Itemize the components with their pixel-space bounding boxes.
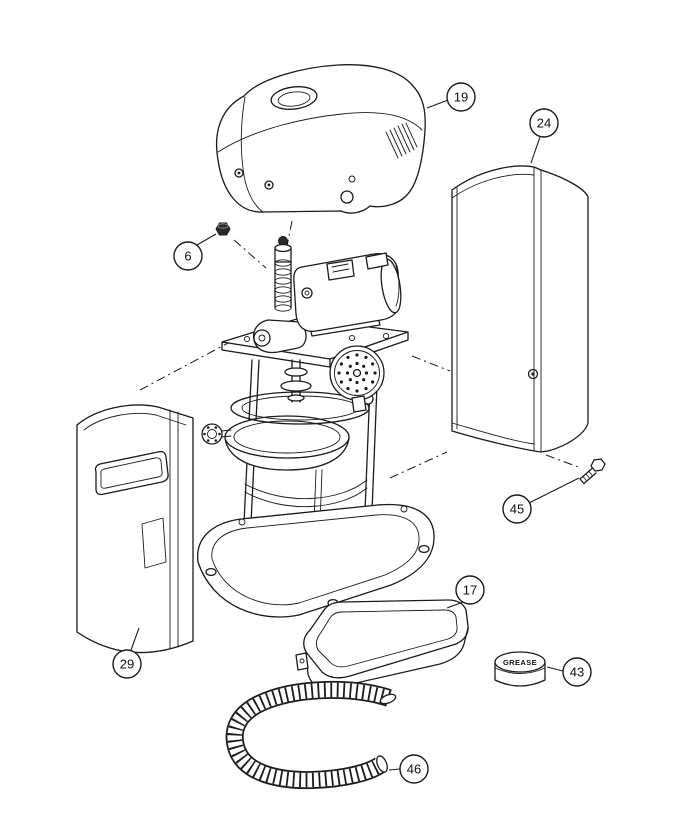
callout-46: 46	[399, 754, 429, 784]
cover-vent-slots	[385, 122, 418, 159]
part-grease-tub: GREASE	[494, 651, 546, 687]
callout-leader-lines	[130, 99, 580, 771]
callout-29-number: 29	[120, 657, 134, 672]
threaded-column	[274, 236, 292, 312]
callout-6-number: 6	[184, 249, 191, 264]
cover-hole	[340, 190, 354, 204]
part-top-cover	[215, 64, 426, 214]
part-left-wrap-panel	[76, 404, 194, 654]
part-drain-hose	[225, 681, 397, 790]
motor	[293, 252, 402, 337]
cover-screw-hole	[264, 180, 274, 190]
callout-45-number: 45	[510, 502, 524, 517]
motor-label-plate	[326, 259, 355, 281]
foot-pad	[205, 567, 217, 577]
cover-screw-hole	[234, 168, 244, 178]
disc-holes	[337, 353, 377, 393]
callout-43-number: 43	[570, 665, 584, 680]
panel-mount-hole	[527, 368, 539, 380]
panel-handle-slot	[94, 450, 169, 496]
foot-pad	[418, 544, 430, 554]
part-nut	[215, 222, 231, 236]
callout-17-number: 17	[463, 583, 477, 598]
hose-end	[376, 755, 388, 773]
hose-end	[379, 693, 397, 705]
grease-label: GREASE	[503, 658, 537, 667]
bowl	[224, 415, 350, 471]
part-mounting-bolt	[579, 458, 606, 485]
base-platform	[197, 503, 435, 618]
callouts: 19 24 6 45 17 29 43 46	[112, 82, 592, 784]
part-right-side-panel	[451, 165, 589, 453]
hand-knob	[201, 423, 232, 445]
machine-assembly	[197, 236, 435, 618]
callout-29: 29	[112, 649, 142, 679]
shaver-disc	[329, 345, 385, 413]
panel-cutout	[141, 517, 167, 569]
tray-tab	[295, 652, 309, 671]
disc-latch-knob	[351, 395, 367, 413]
center-shaft	[280, 359, 312, 403]
callout-24: 24	[529, 108, 559, 138]
gear-housing	[252, 319, 307, 354]
part-drip-tray	[295, 599, 469, 689]
callout-46-number: 46	[407, 762, 421, 777]
callout-19: 19	[446, 82, 476, 112]
callout-24-number: 24	[537, 116, 551, 131]
motor-terminal-box	[365, 252, 389, 270]
cover-top-opening	[270, 86, 318, 110]
callout-17: 17	[455, 575, 485, 605]
callout-45: 45	[502, 494, 532, 524]
bolt-head	[590, 458, 606, 472]
callout-19-number: 19	[454, 90, 468, 105]
callout-43: 43	[562, 657, 592, 687]
callout-6: 6	[173, 241, 203, 271]
